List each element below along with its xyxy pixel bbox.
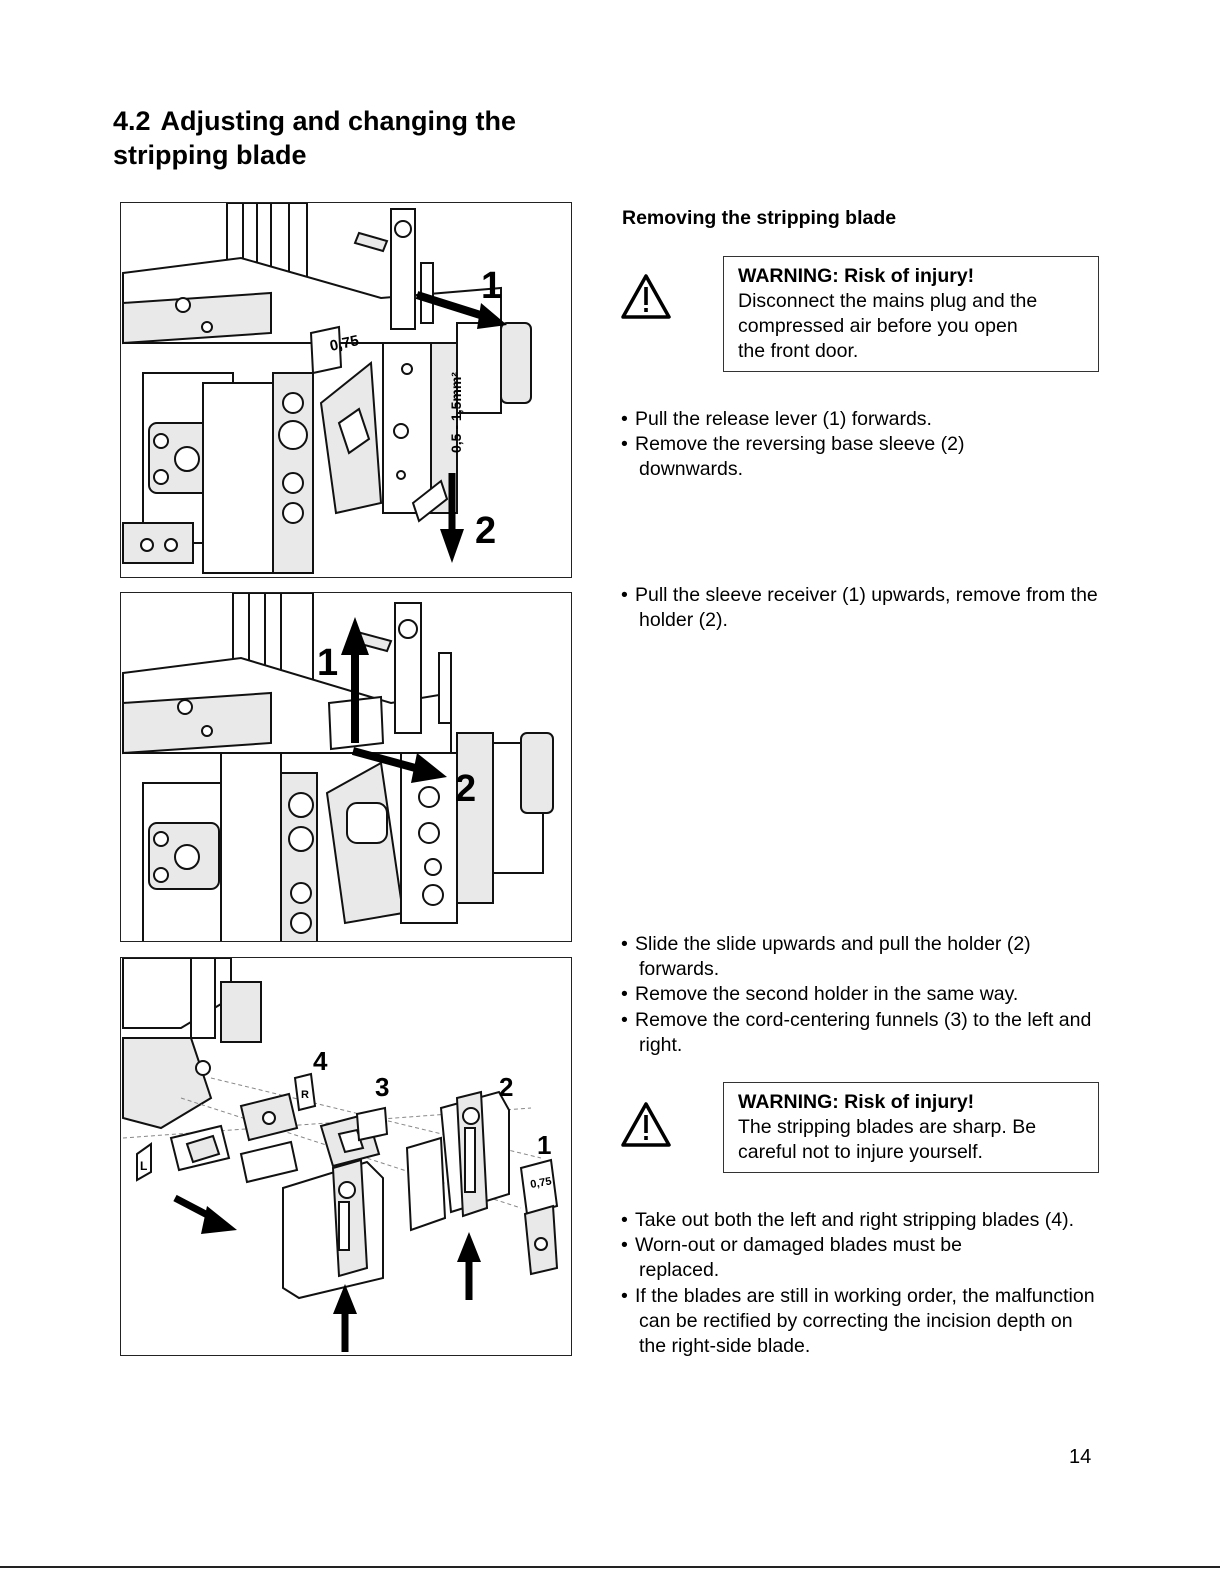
warning-line: compressed air before you open — [738, 315, 1018, 337]
figure-3-callout-1: 1 — [537, 1130, 551, 1160]
figure-1-sleeve-label: 0,75 — [328, 332, 360, 355]
figure-1-callout-2: 2 — [475, 510, 496, 552]
figure-1-size-label: 0,5 - 1,5mm² — [448, 372, 464, 453]
list-item: Worn-out or damaged blades must be repla… — [620, 1233, 1039, 1283]
figure-2-drawing: 1 2 — [122, 593, 554, 941]
list-item: Slide the slide upwards and pull the hol… — [620, 932, 1109, 982]
warning-triangle-icon — [621, 1102, 671, 1147]
figure-3-sleeve-label: 0,75 — [529, 1175, 552, 1191]
section-title-line1: Adjusting and changing the — [160, 106, 517, 136]
steps-list-4: Take out both the left and right strippi… — [620, 1208, 1100, 1359]
figure-3-blade-left-label: L — [140, 1159, 147, 1173]
section-number: 4.2 — [113, 106, 151, 136]
steps-list-3: Slide the slide upwards and pull the hol… — [620, 932, 1100, 1058]
list-item: If the blades are still in working order… — [620, 1284, 1099, 1360]
figure-release-lever: 0,75 0,5 - 1,5mm² 1 2 — [120, 202, 572, 578]
figure-exploded-view: L R 0,75 4 3 2 1 — [120, 957, 572, 1356]
figure-3-blade-right-label: R — [301, 1089, 309, 1101]
figure-3-callout-2: 2 — [499, 1072, 513, 1102]
figure-1-callout-1: 1 — [481, 265, 502, 307]
list-item: Remove the second holder in the same way… — [620, 982, 1100, 1007]
warning-title: WARNING: Risk of injury! — [738, 265, 975, 287]
figure-2-callout-1: 1 — [317, 642, 338, 684]
list-item: Pull the sleeve receiver (1) upwards, re… — [620, 583, 1099, 633]
list-item: Remove the reversing base sleeve (2) dow… — [620, 432, 1039, 482]
figure-3-callout-3: 3 — [375, 1072, 389, 1102]
figure-sleeve-receiver: 1 2 — [120, 592, 572, 942]
warning-title: WARNING: Risk of injury! — [738, 1091, 975, 1113]
warning-triangle-icon — [621, 274, 671, 319]
section-title: 4.2 Adjusting and changing the stripping … — [113, 104, 633, 172]
list-item: Pull the release lever (1) forwards. — [620, 407, 1100, 432]
list-item: Remove the cord-centering funnels (3) to… — [620, 1008, 1099, 1058]
warning-box-blades: WARNING: Risk of injury! The stripping b… — [723, 1082, 1099, 1173]
warning-line: Disconnect the mains plug and the — [738, 290, 1038, 312]
figure-2-callout-2: 2 — [455, 768, 476, 810]
steps-list-2: Pull the sleeve receiver (1) upwards, re… — [620, 583, 1100, 633]
warning-box-mains: WARNING: Risk of injury! Disconnect the … — [723, 256, 1099, 372]
warning-line: The stripping blades are sharp. Be — [738, 1116, 1037, 1138]
warning-line: the front door. — [738, 340, 859, 362]
page-number: 14 — [1069, 1446, 1092, 1468]
bottom-rule — [0, 1566, 1220, 1568]
steps-list-1: Pull the release lever (1) forwards. Rem… — [620, 407, 1100, 483]
figure-3-callout-4: 4 — [313, 1046, 328, 1076]
list-item: Take out both the left and right strippi… — [620, 1208, 1117, 1233]
section-title-line2: stripping blade — [113, 140, 307, 170]
subheading: Removing the stripping blade — [622, 207, 897, 229]
warning-line: careful not to injure yourself. — [738, 1141, 983, 1163]
figure-1-drawing: 0,75 0,5 - 1,5mm² 1 2 — [122, 203, 532, 574]
figure-3-drawing: L R 0,75 4 3 2 1 — [122, 958, 559, 1352]
